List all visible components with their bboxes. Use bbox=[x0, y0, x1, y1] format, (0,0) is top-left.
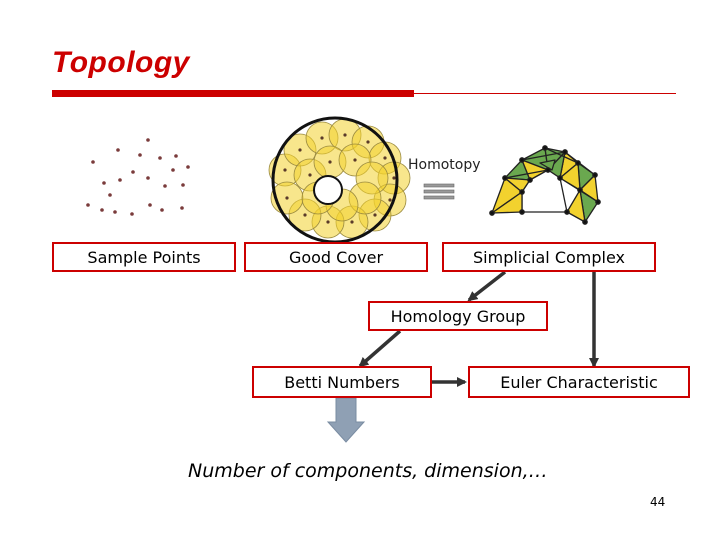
homotopy-equivalence-icon bbox=[423, 183, 455, 200]
title-rule-thick bbox=[52, 90, 414, 97]
arrow-simplicial-to-homology bbox=[467, 270, 507, 302]
sample-point bbox=[100, 208, 104, 212]
sample-point bbox=[158, 156, 162, 160]
good-cover-box: Good Cover bbox=[244, 242, 428, 272]
sample-point bbox=[138, 153, 142, 157]
sample-point bbox=[108, 193, 112, 197]
sample-point bbox=[174, 154, 178, 158]
simplicial-complex-image bbox=[489, 145, 601, 225]
sample-point bbox=[131, 170, 135, 174]
sample-point bbox=[91, 160, 95, 164]
sample-point bbox=[146, 176, 150, 180]
simplicial-complex-box: Simplicial Complex bbox=[442, 242, 656, 272]
homology-group-box: Homology Group bbox=[368, 301, 548, 331]
sample-point bbox=[171, 168, 175, 172]
good-cover-image bbox=[268, 116, 411, 244]
sample-point bbox=[181, 183, 185, 187]
sample-point bbox=[180, 206, 184, 210]
sample-point bbox=[102, 181, 106, 185]
betti-numbers-box: Betti Numbers bbox=[252, 366, 432, 398]
sample-point bbox=[160, 208, 164, 212]
homotopy-label: Homotopy bbox=[408, 157, 481, 173]
sample-point bbox=[163, 184, 167, 188]
sample-point bbox=[146, 138, 150, 142]
sample-point bbox=[86, 203, 90, 207]
sample-point bbox=[186, 165, 190, 169]
title-rule-thin bbox=[414, 93, 676, 94]
sample-point bbox=[148, 203, 152, 207]
page-number: 44 bbox=[650, 495, 666, 509]
arrow-homology-to-betti bbox=[358, 329, 402, 368]
sample-point bbox=[118, 178, 122, 182]
sample-points-image bbox=[86, 138, 190, 216]
slide-title: Topology bbox=[52, 46, 190, 79]
sample-point bbox=[130, 212, 134, 216]
bottom-text: Number of components, dimension,… bbox=[188, 460, 548, 482]
sample-points-box: Sample Points bbox=[52, 242, 236, 272]
block-arrow-down bbox=[326, 397, 366, 443]
euler-characteristic-box: Euler Characteristic bbox=[468, 366, 690, 398]
sample-point bbox=[113, 210, 117, 214]
sample-point bbox=[116, 148, 120, 152]
